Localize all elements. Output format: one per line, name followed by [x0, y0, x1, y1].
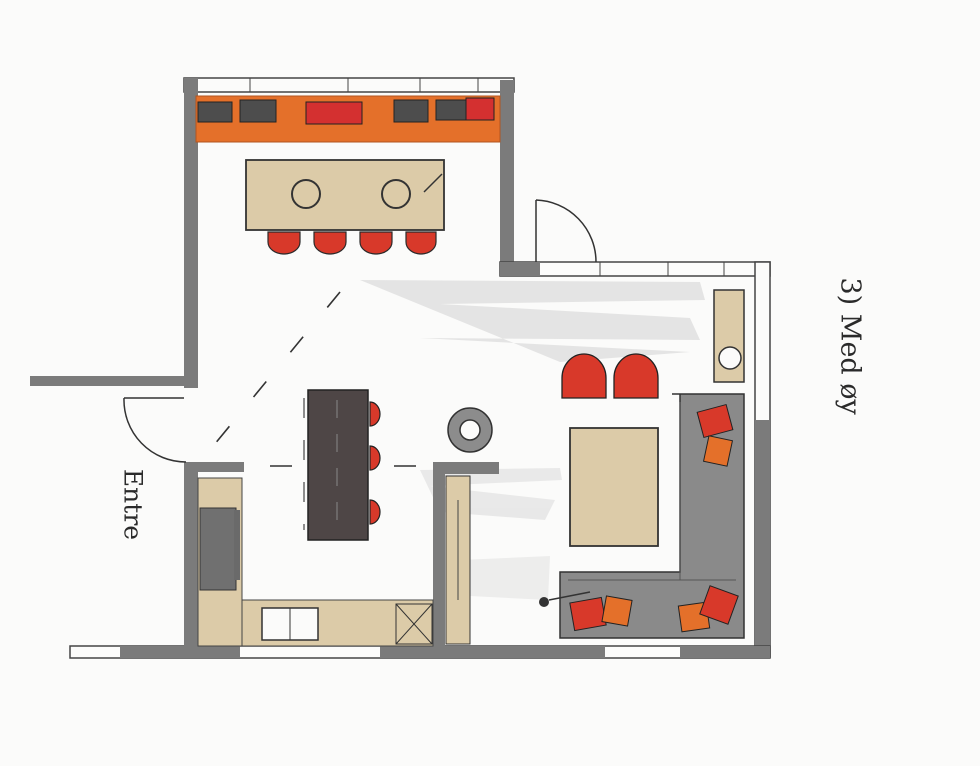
armchairs: [561, 353, 659, 399]
plan-title: 3) Med øy: [834, 277, 866, 415]
corner-sofa: [539, 393, 745, 639]
kitchen-counter: [197, 477, 434, 647]
kitchen-island: [303, 389, 381, 541]
entry-label: Entre: [118, 468, 148, 541]
entry-door: [123, 397, 187, 463]
walls: [30, 77, 771, 659]
balcony-door: [535, 199, 597, 263]
sideboard: [713, 289, 745, 383]
coffee-table: [569, 427, 659, 547]
wardrobe: [445, 475, 471, 645]
dining-table: [245, 159, 445, 255]
window-bench: [195, 95, 501, 143]
lamp: [447, 407, 493, 453]
